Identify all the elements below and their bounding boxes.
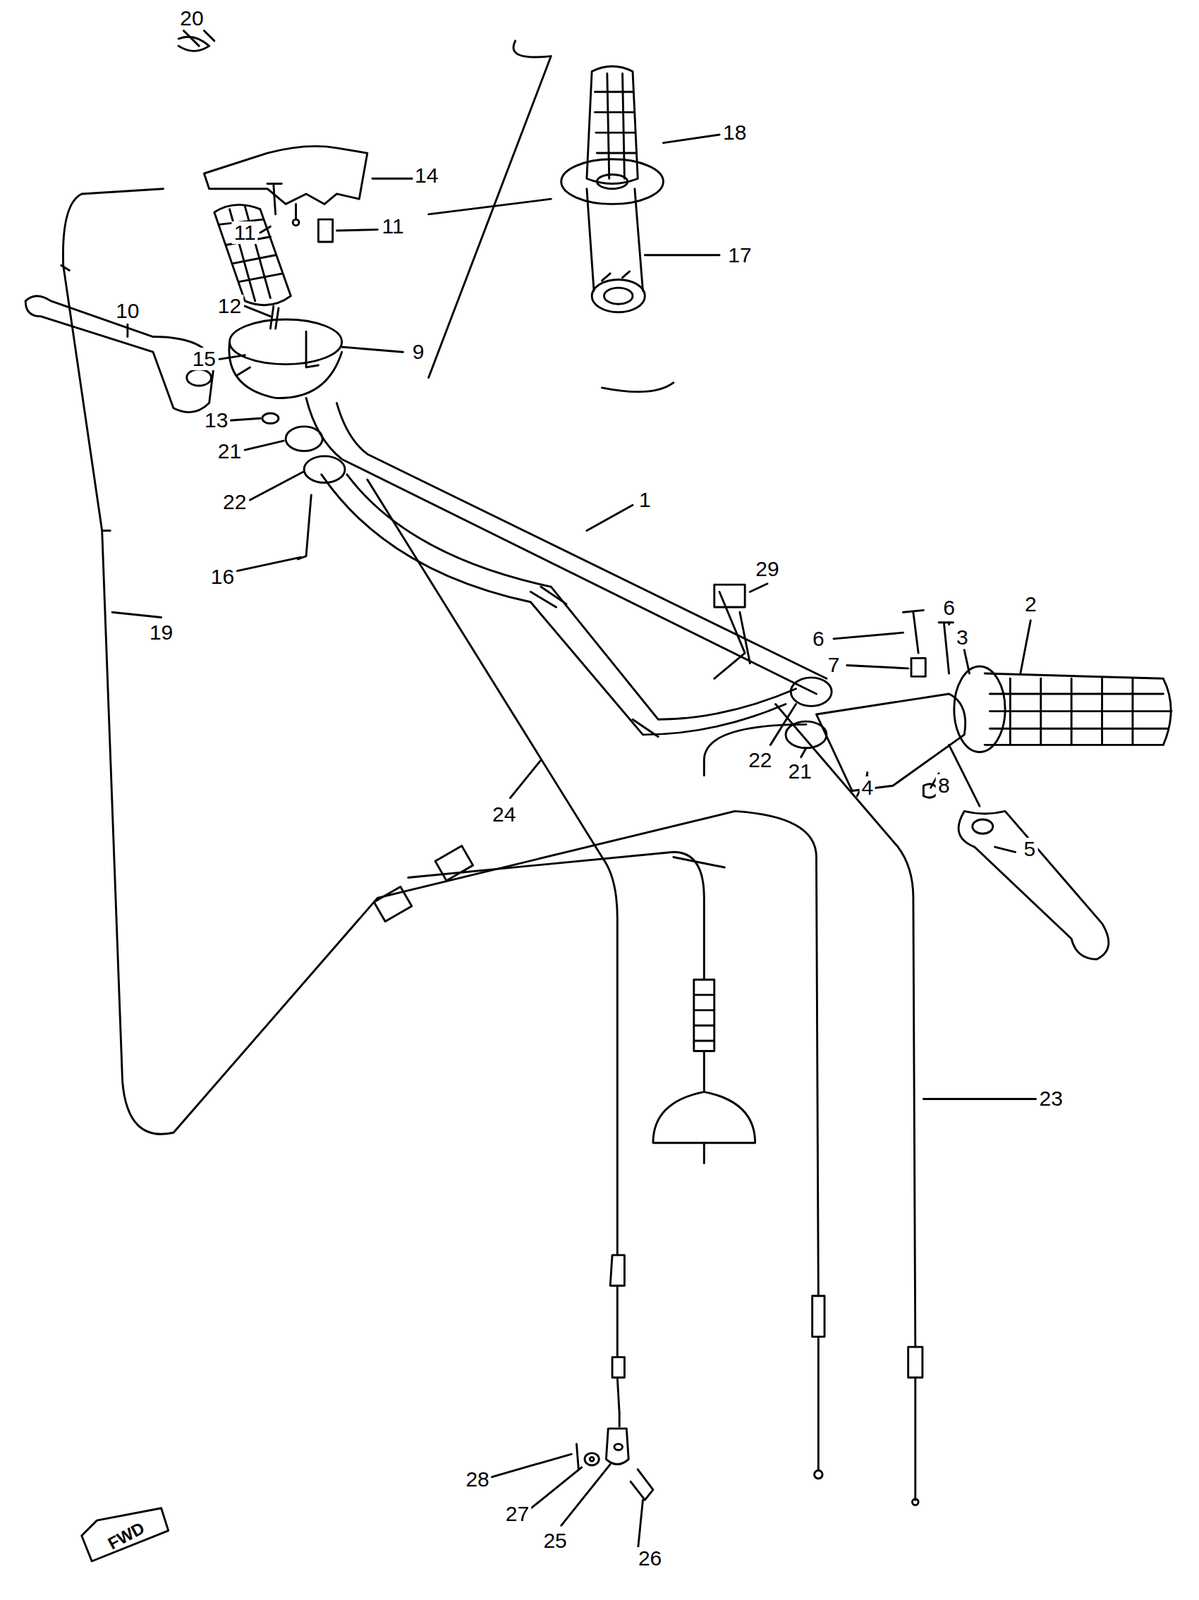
callout-number: 16 [208,565,237,589]
callout-number: 22 [220,490,249,514]
callout-number: 19 [147,621,175,644]
callout-number: 5 [1021,837,1038,861]
callout-number: 6 [810,627,827,651]
callout-number: 18 [720,121,749,144]
callout-number: 14 [412,164,441,187]
callout-number: 1 [636,488,654,512]
callout-number: 29 [753,557,781,581]
callout-number: 7 [825,653,843,677]
callout-number: 20 [177,7,206,30]
callout-number: 3 [954,626,971,649]
callout-number: 22 [746,749,774,772]
callout-number: 21 [786,760,814,783]
callout-number: 9 [410,340,427,364]
callout-number: 17 [725,244,754,267]
callout-number: 11 [379,215,406,238]
callout-number: 11 [232,221,259,245]
callout-number: 12 [215,294,244,318]
callout-number: 23 [1037,1087,1065,1111]
callout-number: 6 [940,596,958,620]
callout-number: 10 [113,299,142,323]
callout-number: 26 [636,1547,664,1570]
callout-number: 15 [190,347,218,371]
callout-number: 24 [490,803,518,826]
callout-number: 21 [215,440,244,463]
callout-number: 2 [1022,593,1039,616]
callout-number: 4 [859,776,876,800]
callout-number: 13 [202,409,230,432]
callout-number: 8 [935,774,953,797]
callout-number: 28 [463,1468,491,1491]
callout-number: 27 [503,1502,532,1526]
callout-number: 25 [540,1529,569,1553]
